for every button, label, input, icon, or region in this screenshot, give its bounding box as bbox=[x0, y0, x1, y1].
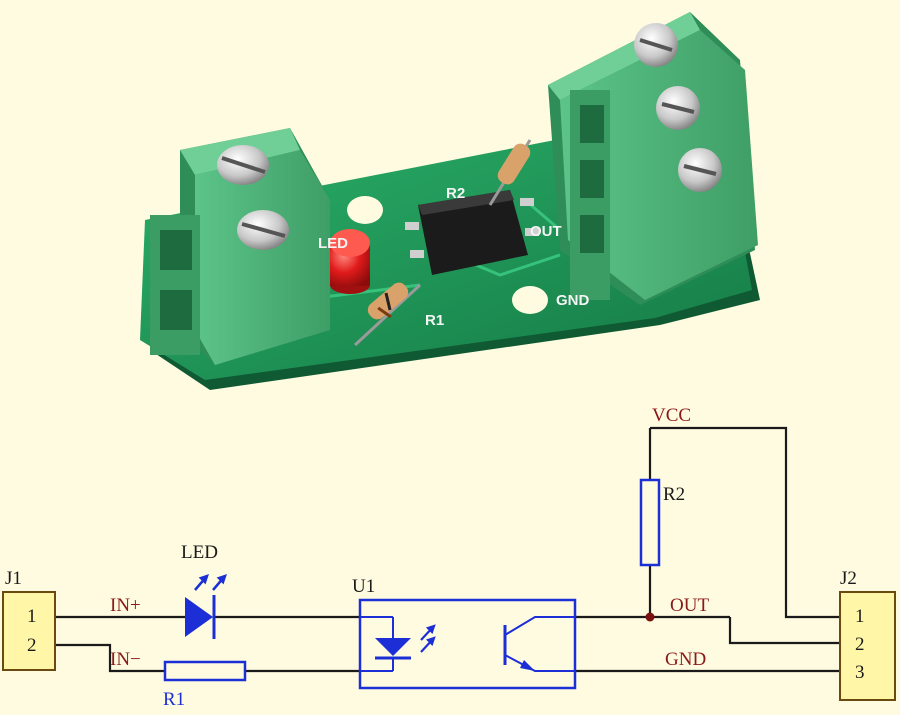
pcb-photo: LED R1 R2 OUT GND bbox=[140, 12, 760, 390]
terminal-block-left bbox=[150, 128, 330, 365]
j2-pin: 1 bbox=[855, 606, 865, 627]
photo-arrow-icon bbox=[420, 624, 436, 653]
j1-pin: 2 bbox=[27, 635, 37, 656]
u1-symbol: U1 bbox=[352, 576, 577, 690]
led-arrow-icon bbox=[194, 574, 227, 591]
terminal-block-right bbox=[548, 12, 758, 305]
screw-icon bbox=[634, 23, 678, 67]
j1-ref: J1 bbox=[5, 568, 22, 589]
screw-icon bbox=[217, 145, 269, 185]
u1-ref: U1 bbox=[352, 576, 375, 597]
mount-hole bbox=[347, 196, 383, 224]
screw-icon bbox=[237, 210, 289, 250]
pcb-label-out: OUT bbox=[530, 223, 562, 240]
r2-ref: R2 bbox=[663, 484, 685, 505]
pcb-label-led: LED bbox=[318, 235, 348, 252]
mount-hole bbox=[512, 286, 548, 314]
connector-j2: J2 1 2 3 bbox=[839, 568, 896, 701]
optocoupler-chip bbox=[405, 190, 539, 275]
screw-icon bbox=[678, 148, 722, 192]
net-label-vcc: VCC bbox=[652, 405, 691, 426]
resistor-r1 bbox=[353, 282, 422, 347]
screw-icon bbox=[656, 86, 700, 130]
net-label-in-minus: IN− bbox=[110, 649, 141, 670]
r2-symbol: R2 bbox=[639, 478, 685, 567]
j2-pin: 3 bbox=[855, 662, 865, 683]
wires bbox=[55, 426, 840, 673]
pcb-label-gnd: GND bbox=[556, 292, 590, 309]
connector-j1: J1 1 2 bbox=[2, 568, 56, 671]
r1-symbol: R1 bbox=[163, 660, 247, 710]
pcb-label-r2: R2 bbox=[446, 185, 465, 202]
net-label-out: OUT bbox=[670, 595, 709, 616]
pcb-label-r1: R1 bbox=[425, 312, 444, 329]
led-ref: LED bbox=[181, 542, 218, 563]
r1-ref: R1 bbox=[163, 689, 185, 710]
net-label-in-plus: IN+ bbox=[110, 595, 141, 616]
net-label-gnd: GND bbox=[665, 649, 706, 670]
j1-pin: 1 bbox=[27, 606, 37, 627]
led-symbol: LED bbox=[181, 542, 227, 639]
resistor-r2 bbox=[488, 139, 532, 206]
led-component bbox=[330, 229, 370, 294]
j2-pin: 2 bbox=[855, 634, 865, 655]
junction-dot bbox=[645, 612, 655, 622]
j2-ref: J2 bbox=[840, 568, 857, 589]
